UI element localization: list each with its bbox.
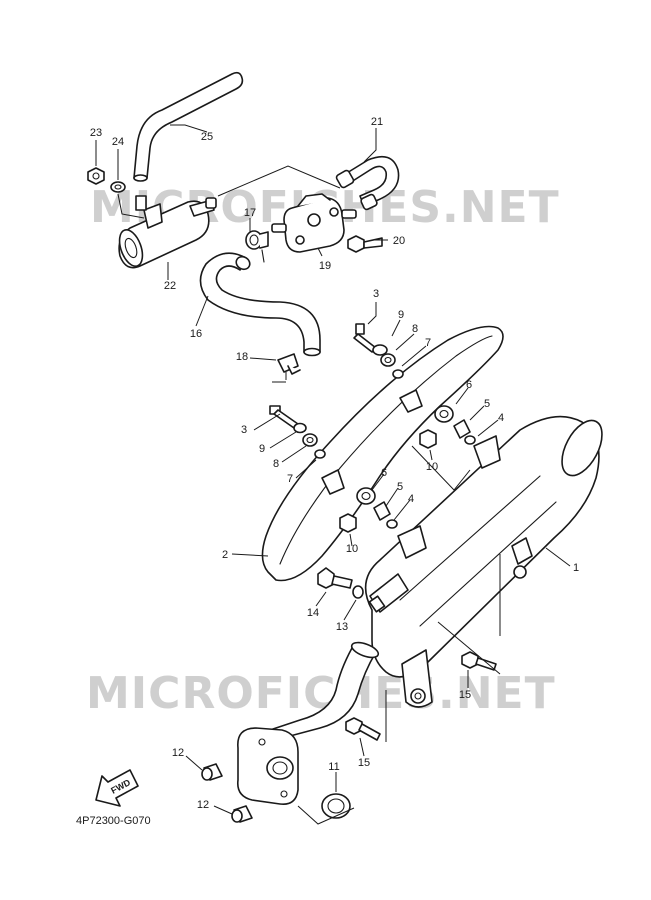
- part-1-muffler[interactable]: [255, 414, 610, 753]
- part-8-grommet-lower[interactable]: [302, 433, 318, 447]
- part-14-bolt[interactable]: [317, 567, 353, 589]
- callout-6-upper: 6: [466, 379, 472, 391]
- callout-7-upper: 7: [425, 337, 431, 349]
- callout-20: 20: [393, 235, 405, 247]
- callout-18: 18: [236, 351, 248, 363]
- callout-6-lower: 6: [381, 467, 387, 479]
- callout-13: 13: [336, 621, 348, 633]
- callout-4-upper: 4: [498, 412, 504, 424]
- part-25-hose[interactable]: [133, 71, 244, 182]
- part-19-reed-valve[interactable]: [271, 193, 357, 253]
- callout-8-lower: 8: [273, 458, 279, 470]
- callout-4-lower: 4: [408, 493, 414, 505]
- part-9-washer-lower[interactable]: [293, 422, 307, 434]
- callout-19: 19: [319, 260, 331, 272]
- callout-10-lower: 10: [346, 543, 358, 555]
- part-17-clamp[interactable]: [245, 230, 269, 263]
- callout-11: 11: [328, 761, 339, 773]
- callout-22: 22: [164, 280, 176, 292]
- part-9-washer-upper[interactable]: [372, 344, 388, 356]
- part-7-washer-upper[interactable]: [392, 369, 404, 379]
- callout-21: 21: [371, 116, 383, 128]
- callout-3-lower: 3: [241, 424, 247, 436]
- leader-lines: [95, 124, 571, 815]
- callout-10-upper: 10: [426, 461, 438, 473]
- callout-9-lower: 9: [259, 443, 265, 455]
- callout-15-lower: 15: [358, 757, 370, 769]
- callout-15-right: 15: [459, 689, 471, 701]
- callout-5-upper: 5: [484, 398, 490, 410]
- part-10-nut-upper[interactable]: [419, 429, 437, 449]
- callout-9-upper: 9: [398, 309, 404, 321]
- part-8-grommet-upper[interactable]: [380, 353, 396, 367]
- part-3-bolt-upper[interactable]: [353, 323, 377, 353]
- callout-25: 25: [201, 131, 213, 143]
- part-12-nut-lower[interactable]: [231, 805, 253, 823]
- callout-12-lower: 12: [197, 799, 209, 811]
- part-11-gasket[interactable]: [321, 793, 351, 819]
- callout-2: 2: [222, 549, 228, 561]
- part-12-nut-upper[interactable]: [201, 763, 223, 781]
- part-7-washer-lower[interactable]: [314, 449, 326, 459]
- callout-1: 1: [573, 562, 579, 574]
- part-24-washer[interactable]: [110, 181, 126, 193]
- fwd-arrow-icon: FWD: [95, 769, 139, 807]
- callout-12-upper: 12: [172, 747, 184, 759]
- part-18-clip[interactable]: [277, 353, 301, 375]
- part-23-nut[interactable]: [87, 167, 105, 185]
- part-13-washer[interactable]: [352, 585, 364, 599]
- callout-14: 14: [307, 607, 319, 619]
- part-15-bolt-lower[interactable]: [345, 717, 381, 741]
- part-4-washer-upper[interactable]: [464, 435, 476, 445]
- part-6-damper-lower[interactable]: [356, 487, 376, 505]
- callout-5-lower: 5: [397, 481, 403, 493]
- part-22-air-cut-valve[interactable]: [115, 195, 217, 269]
- part-5-collar-lower[interactable]: [373, 501, 391, 521]
- part-21-hose[interactable]: [335, 155, 400, 211]
- callout-7-lower: 7: [287, 473, 293, 485]
- callouts: 25 23 24 22 21 17 20 19 16 18 3 9 8 7 6 …: [90, 116, 579, 811]
- callout-23: 23: [90, 127, 102, 139]
- part-5-collar-upper[interactable]: [453, 419, 471, 439]
- diagram-code: 4P72300-G070: [76, 815, 151, 827]
- part-10-nut-lower[interactable]: [339, 513, 357, 533]
- callout-17: 17: [244, 207, 256, 219]
- part-20-bolt[interactable]: [347, 235, 383, 253]
- part-16-hose[interactable]: [199, 252, 321, 357]
- callout-16: 16: [190, 328, 202, 340]
- callout-3-upper: 3: [373, 288, 379, 300]
- assembly-lines: [217, 165, 501, 825]
- callout-24: 24: [112, 136, 124, 148]
- part-2-protector[interactable]: [261, 325, 504, 582]
- callout-8-upper: 8: [412, 323, 418, 335]
- exhaust-flange: [236, 727, 299, 806]
- part-4-washer-lower[interactable]: [386, 519, 398, 529]
- part-6-damper-upper[interactable]: [434, 405, 454, 423]
